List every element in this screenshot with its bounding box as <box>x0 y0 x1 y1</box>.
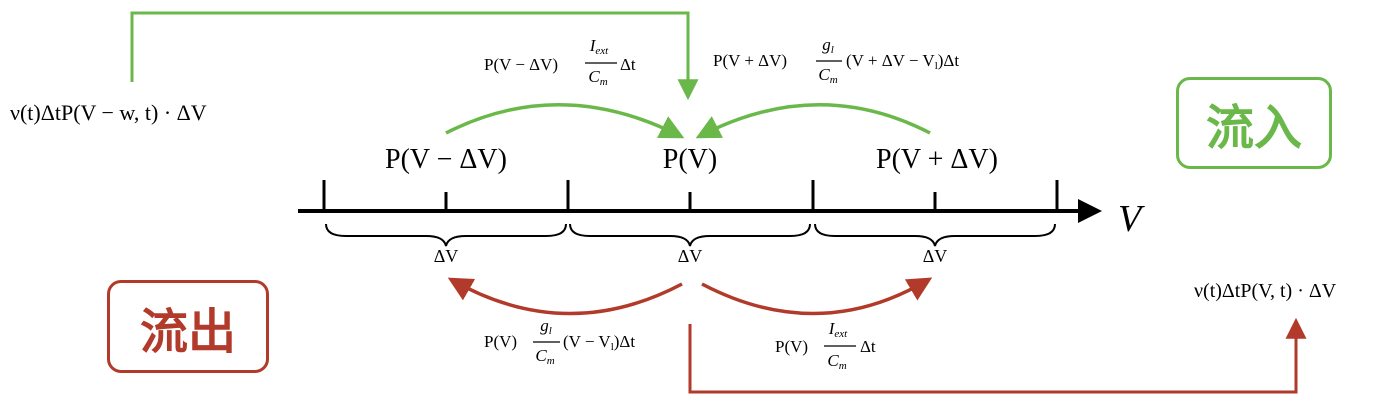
flux-denominator: Cm <box>535 346 554 367</box>
inflow-arc-right <box>695 103 931 139</box>
outflow-arc-left <box>447 277 683 316</box>
flux-numerator: Iext <box>828 319 848 340</box>
flux-in-from-left: P(V − ΔV) Iext Cm Δt <box>484 36 636 88</box>
flux-suffix: Δt <box>620 55 636 74</box>
flux-denominator: Cm <box>818 65 837 86</box>
firing-outflow-path <box>688 317 1307 394</box>
flux-out-to-left: P(V) gl Cm (V − Vl)Δt <box>484 316 635 367</box>
bin-width-label-right: ΔV <box>923 246 948 266</box>
reset-inflow-path <box>130 11 699 101</box>
outflow-box: 流出 <box>107 280 269 373</box>
flux-suffix: (V − Vl)Δt <box>563 332 635 353</box>
inflow-box: 流入 <box>1176 77 1332 169</box>
flux-out-to-right: P(V) Iext Cm Δt <box>775 319 876 372</box>
flux-suffix: (V + ΔV − Vl)Δt <box>846 51 959 72</box>
bin-label-right: P(V + ΔV) <box>876 144 998 175</box>
flux-denominator: Cm <box>588 67 607 88</box>
axis-arrowhead <box>1078 199 1102 223</box>
flux-prefix: P(V + ΔV) <box>713 51 787 70</box>
bin-width-label-center: ΔV <box>678 246 703 266</box>
brace-center <box>569 223 811 247</box>
firing-outflow-label: ν(t)ΔtP(V, t) · ΔV <box>1194 280 1337 302</box>
axis-variable-label: V <box>1118 198 1145 240</box>
reset-inflow-label: ν(t)ΔtP(V − w, t) · ΔV <box>10 100 207 125</box>
bin-label-center: P(V) <box>663 144 717 175</box>
flux-prefix: P(V) <box>484 332 517 351</box>
outflow-box-label: 流出 <box>139 303 236 360</box>
flux-denominator: Cm <box>827 351 846 372</box>
flux-numerator: Iext <box>589 36 609 57</box>
flux-numerator: gl <box>822 35 834 56</box>
inflow-box-label: 流入 <box>1205 100 1302 156</box>
flux-in-from-right: P(V + ΔV) gl Cm (V + ΔV − Vl)Δt <box>713 35 959 86</box>
bin-label-left: P(V − ΔV) <box>385 144 507 175</box>
inflow-arc-left <box>445 103 685 139</box>
flux-prefix: P(V − ΔV) <box>484 55 558 74</box>
bin-width-label-left: ΔV <box>434 246 459 266</box>
flux-numerator: gl <box>540 316 552 337</box>
flux-suffix: Δt <box>860 337 876 356</box>
outflow-arc-right <box>701 277 933 316</box>
brace-left <box>325 223 567 247</box>
brace-right <box>814 223 1056 247</box>
flux-prefix: P(V) <box>775 337 808 356</box>
